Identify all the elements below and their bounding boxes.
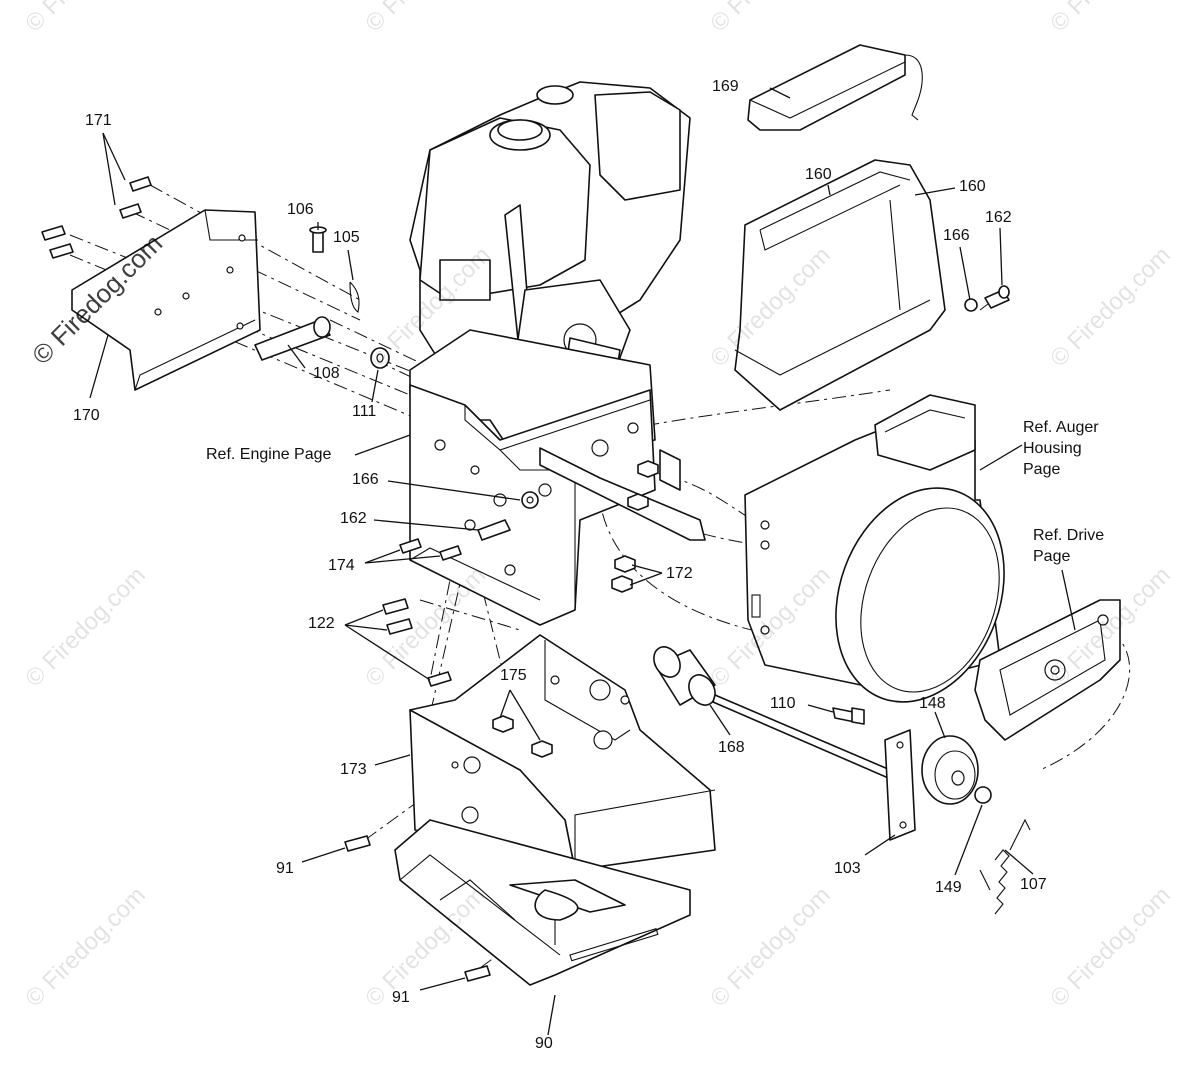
- callout-162: 162: [340, 510, 367, 527]
- drive-bracket: [974, 599, 1121, 741]
- callout-91: 91: [392, 989, 410, 1006]
- callout-148: 148: [919, 695, 946, 712]
- ref-drive-page: Ref. Drive Page: [1033, 525, 1104, 567]
- callout-110: 110: [770, 695, 796, 712]
- ref-auger-line: Housing: [1023, 440, 1082, 457]
- callout-108: 108: [313, 365, 340, 382]
- base-plate-90: [394, 819, 691, 986]
- pulley-assembly: [832, 707, 1031, 915]
- callout-160: 160: [805, 166, 832, 183]
- callout-171: 171: [85, 112, 112, 129]
- callout-166: 166: [943, 227, 970, 244]
- pin-clip-link: [254, 226, 390, 369]
- chute-cover-169: [747, 44, 923, 131]
- callout-169: 169: [712, 78, 739, 95]
- ref-auger-housing-page: Ref. Auger Housing Page: [1023, 417, 1099, 480]
- callout-149: 149: [935, 879, 962, 896]
- callout-111: 111: [352, 403, 377, 420]
- bolts-91: [344, 835, 491, 982]
- callout-105: 105: [333, 229, 360, 246]
- leader-lines: [89, 87, 1076, 1036]
- ref-drive-line: Ref. Drive: [1033, 527, 1105, 544]
- auger-housing: [744, 394, 1005, 703]
- callout-122: 122: [308, 615, 335, 632]
- callout-106: 106: [287, 201, 314, 218]
- callout-173: 173: [340, 761, 367, 778]
- callout-172: 172: [666, 565, 693, 582]
- spacer-168: [653, 646, 896, 781]
- chute-housing-160: [734, 159, 1010, 411]
- callout-160: 160: [959, 178, 986, 195]
- ref-auger-line: Page: [1023, 461, 1061, 478]
- callout-168: 168: [718, 739, 745, 756]
- side-bracket-170: [71, 209, 261, 391]
- callout-175: 175: [500, 667, 527, 684]
- callout-103: 103: [834, 860, 861, 877]
- callout-162: 162: [985, 209, 1012, 226]
- ref-engine-page: Ref. Engine Page: [206, 446, 332, 463]
- callout-91: 91: [276, 860, 294, 877]
- ref-auger-line: Ref. Auger: [1023, 419, 1099, 436]
- callout-90: 90: [535, 1035, 553, 1052]
- ref-drive-line: Page: [1033, 548, 1071, 565]
- callout-174: 174: [328, 557, 355, 574]
- bolts-171: [41, 176, 152, 259]
- callout-166: 166: [352, 471, 379, 488]
- callout-107: 107: [1020, 876, 1047, 893]
- frame-hardware: [382, 460, 659, 687]
- callout-170: 170: [73, 407, 100, 424]
